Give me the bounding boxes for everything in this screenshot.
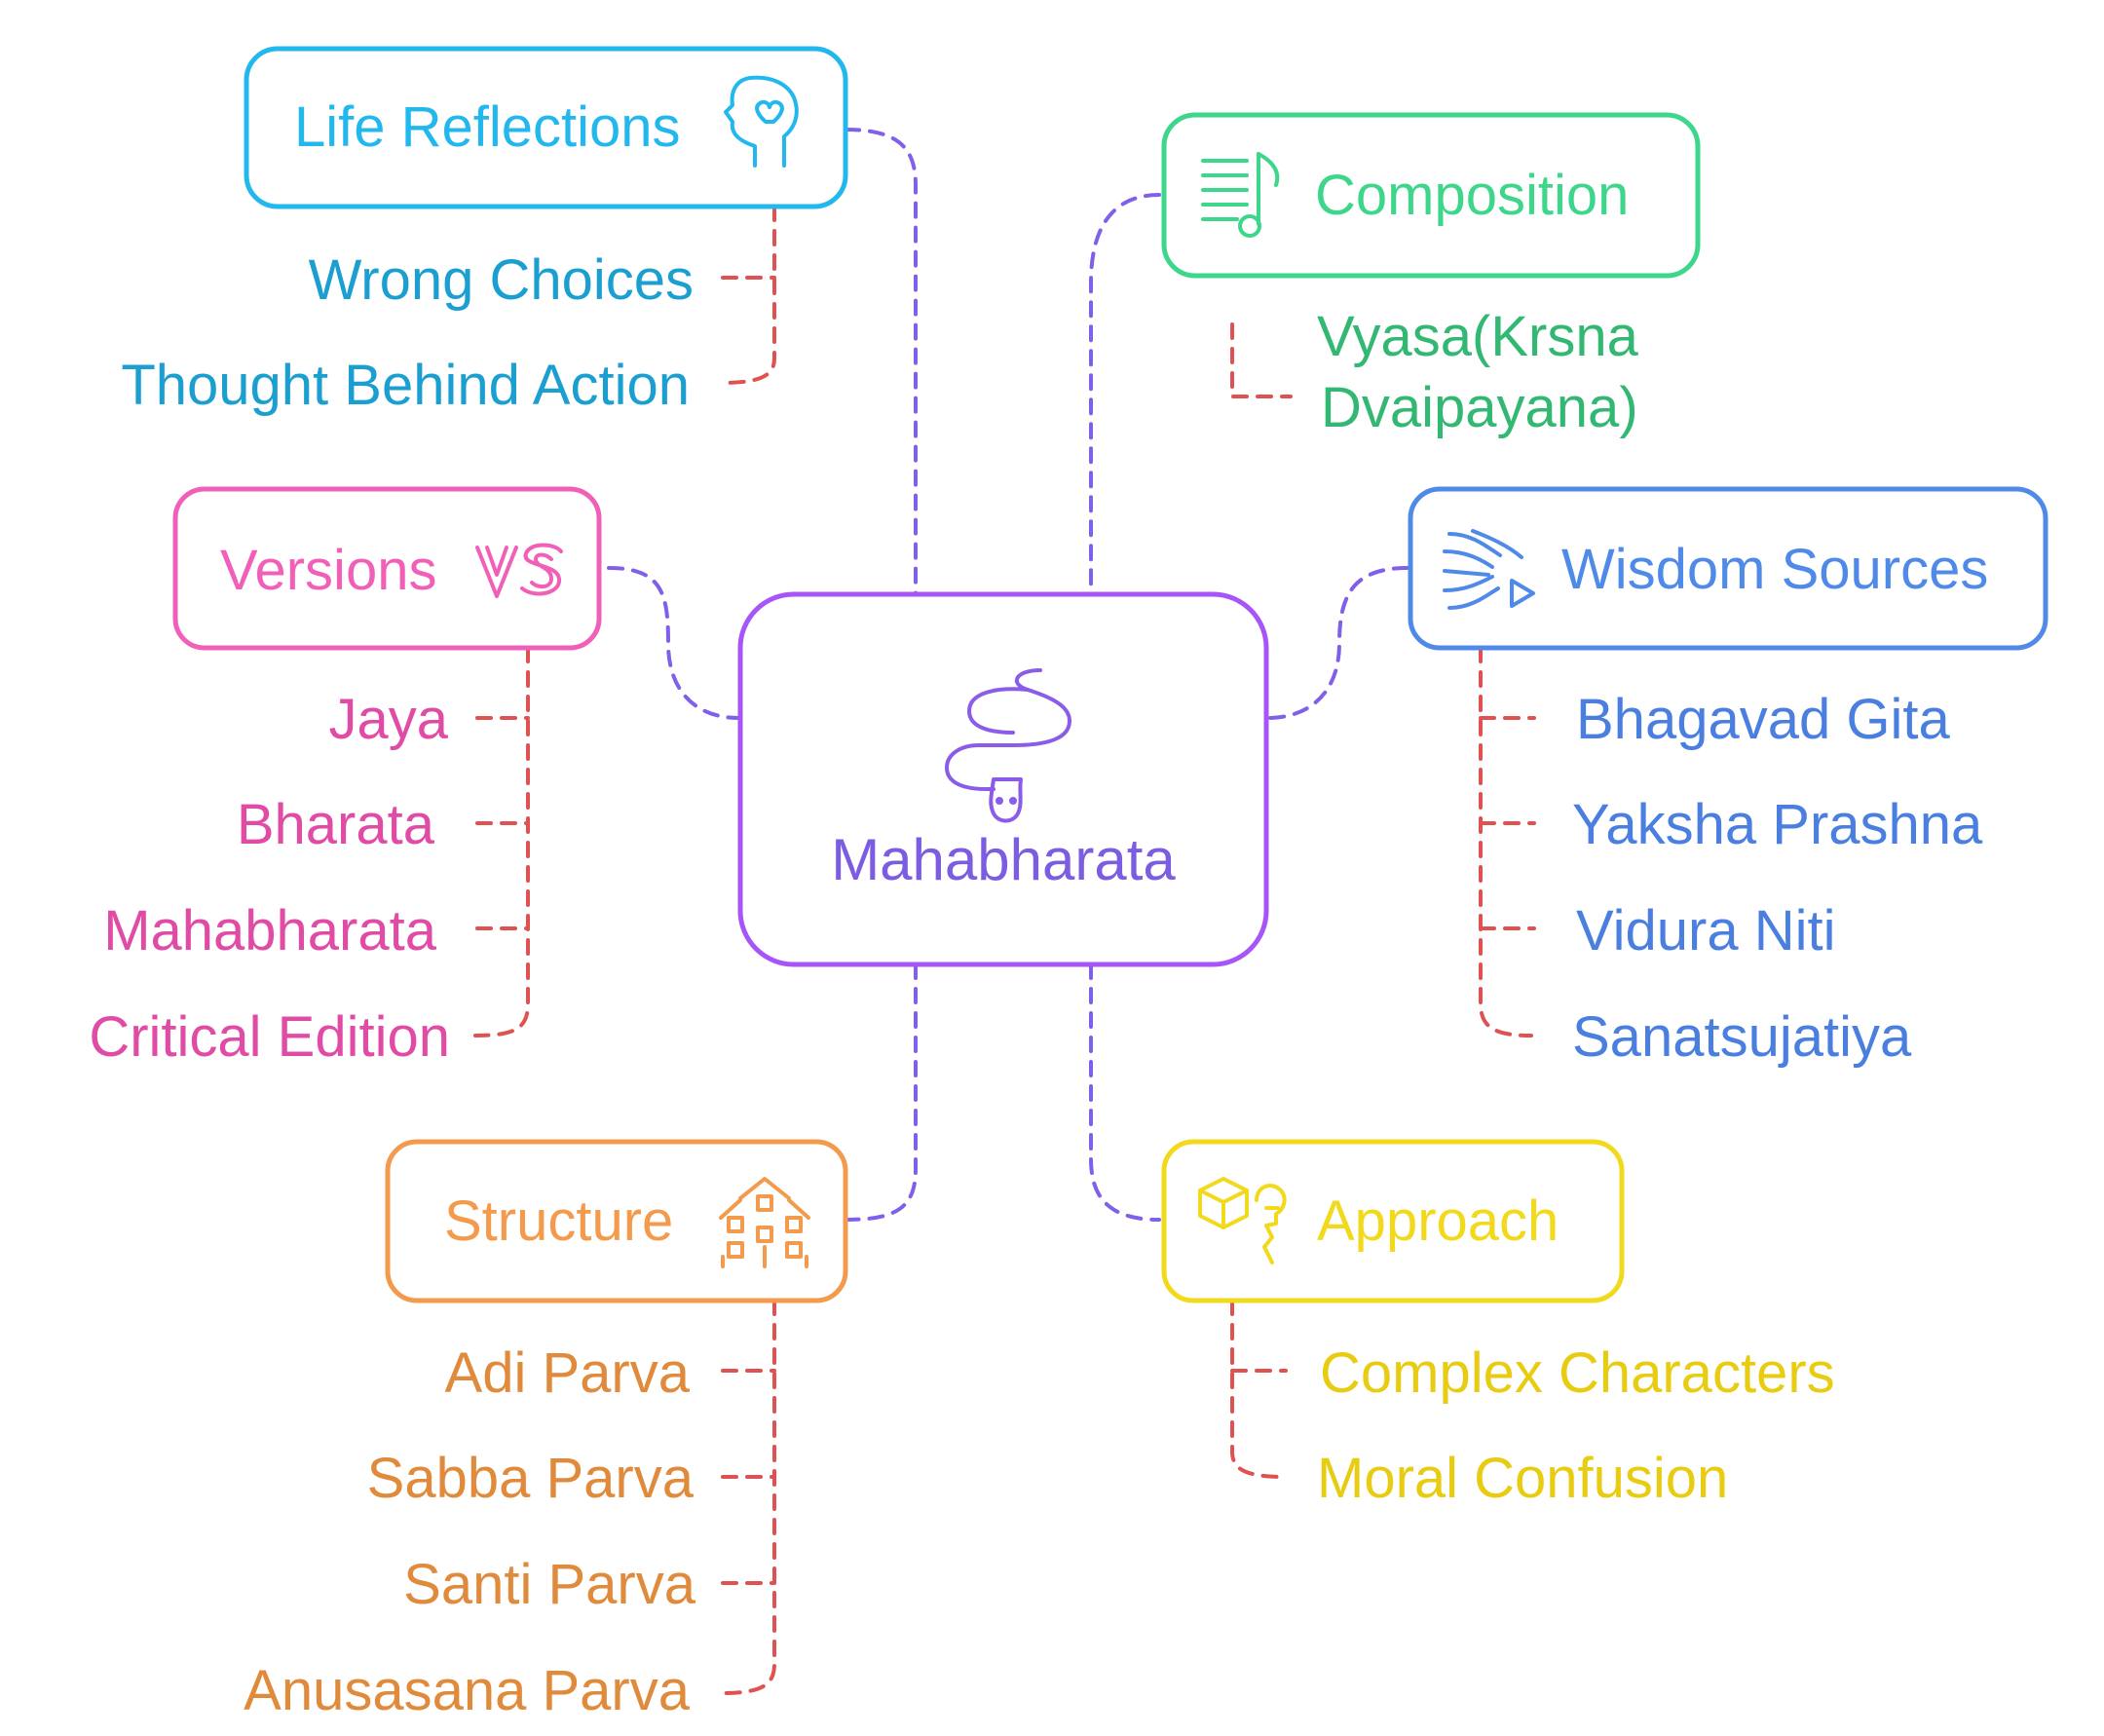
connector-structure bbox=[844, 962, 918, 1222]
connector-wisdom-sources bbox=[1266, 566, 1409, 720]
leaf-item[interactable]: Wrong Choices bbox=[309, 248, 694, 312]
head-heart-icon bbox=[724, 75, 799, 168]
leaf-list-versions: Jaya Bharata Mahabharata Critical Editio… bbox=[89, 688, 450, 1069]
leaf-item[interactable]: Vidura Niti bbox=[1576, 899, 1836, 962]
branch-versions[interactable]: Versions bbox=[172, 486, 602, 651]
branch-approach[interactable]: Approach bbox=[1161, 1139, 1625, 1303]
main-connectors bbox=[607, 128, 1409, 1222]
leaf-list-wisdom-sources: Bhagavad Gita Yaksha Prashna Vidura Niti… bbox=[1572, 688, 1983, 1069]
leaf-connector-life-reflections bbox=[719, 205, 776, 385]
leaf-item[interactable]: Thought Behind Action bbox=[121, 354, 690, 417]
leaf-connector-wisdom bbox=[1479, 646, 1533, 1038]
branch-structure[interactable]: Structure bbox=[385, 1139, 848, 1303]
branch-title-versions: Versions bbox=[220, 539, 436, 602]
leaf-item[interactable]: Adi Parva bbox=[445, 1341, 691, 1405]
leaf-connectors bbox=[473, 205, 1536, 1695]
wind-play-icon bbox=[1443, 529, 1535, 610]
leaf-item[interactable]: Bhagavad Gita bbox=[1576, 688, 1950, 751]
branch-life-reflections[interactable]: Life Reflections bbox=[244, 46, 848, 209]
leaf-item[interactable]: Sanatsujatiya bbox=[1572, 1005, 1912, 1069]
leaf-connector-composition bbox=[1230, 322, 1293, 398]
branch-title-life-reflections: Life Reflections bbox=[294, 95, 681, 159]
leaf-item[interactable]: Complex Characters bbox=[1320, 1341, 1835, 1405]
branch-title-approach: Approach bbox=[1317, 1189, 1559, 1253]
leaf-item[interactable]: Bharata bbox=[237, 793, 435, 856]
center-label: Mahabharata bbox=[831, 827, 1176, 892]
leaf-item[interactable]: Moral Confusion bbox=[1317, 1447, 1728, 1510]
branch-wisdom-sources[interactable]: Wisdom Sources bbox=[1408, 486, 2048, 651]
building-network-icon bbox=[719, 1177, 810, 1268]
branch-composition[interactable]: Composition bbox=[1161, 112, 1701, 279]
leaf-item[interactable]: Critical Edition bbox=[89, 1005, 450, 1069]
connector-composition bbox=[1089, 193, 1161, 596]
leaf-connector-versions bbox=[473, 646, 530, 1038]
versus-icon bbox=[475, 543, 563, 598]
leaf-item[interactable]: Santi Parva bbox=[403, 1553, 696, 1616]
leaf-connector-structure bbox=[719, 1299, 776, 1695]
connector-versions bbox=[607, 566, 740, 720]
leaf-list-structure: Adi Parva Sabba Parva Santi Parva Anusas… bbox=[244, 1341, 696, 1722]
leaf-list-composition: Vyasa(Krsna Dvaipayana) bbox=[1317, 305, 1639, 439]
branch-title-composition: Composition bbox=[1315, 164, 1629, 227]
branch-title-structure: Structure bbox=[444, 1189, 673, 1253]
connector-life-reflections bbox=[844, 128, 918, 596]
center-node[interactable]: Mahabharata bbox=[737, 591, 1269, 967]
leaf-list-life-reflections: Wrong Choices Thought Behind Action bbox=[121, 248, 694, 417]
music-score-icon bbox=[1201, 152, 1280, 238]
leaf-item[interactable]: Dvaipayana) bbox=[1321, 376, 1638, 439]
leaf-item[interactable]: Anusasana Parva bbox=[244, 1659, 691, 1722]
branch-title-wisdom-sources: Wisdom Sources bbox=[1561, 538, 1988, 601]
leaf-connector-approach bbox=[1230, 1299, 1288, 1479]
connector-approach bbox=[1089, 962, 1161, 1222]
leaf-item[interactable]: Sabba Parva bbox=[367, 1447, 695, 1510]
leaf-list-approach: Complex Characters Moral Confusion bbox=[1317, 1341, 1835, 1510]
leaf-item[interactable]: Mahabharata bbox=[103, 899, 437, 962]
cube-thinking-icon bbox=[1198, 1177, 1287, 1264]
leaf-item[interactable]: Vyasa(Krsna bbox=[1317, 305, 1639, 368]
leaf-item[interactable]: Jaya bbox=[328, 688, 448, 751]
leaf-item[interactable]: Yaksha Prashna bbox=[1572, 793, 1983, 856]
serpent-icon bbox=[945, 668, 1071, 823]
